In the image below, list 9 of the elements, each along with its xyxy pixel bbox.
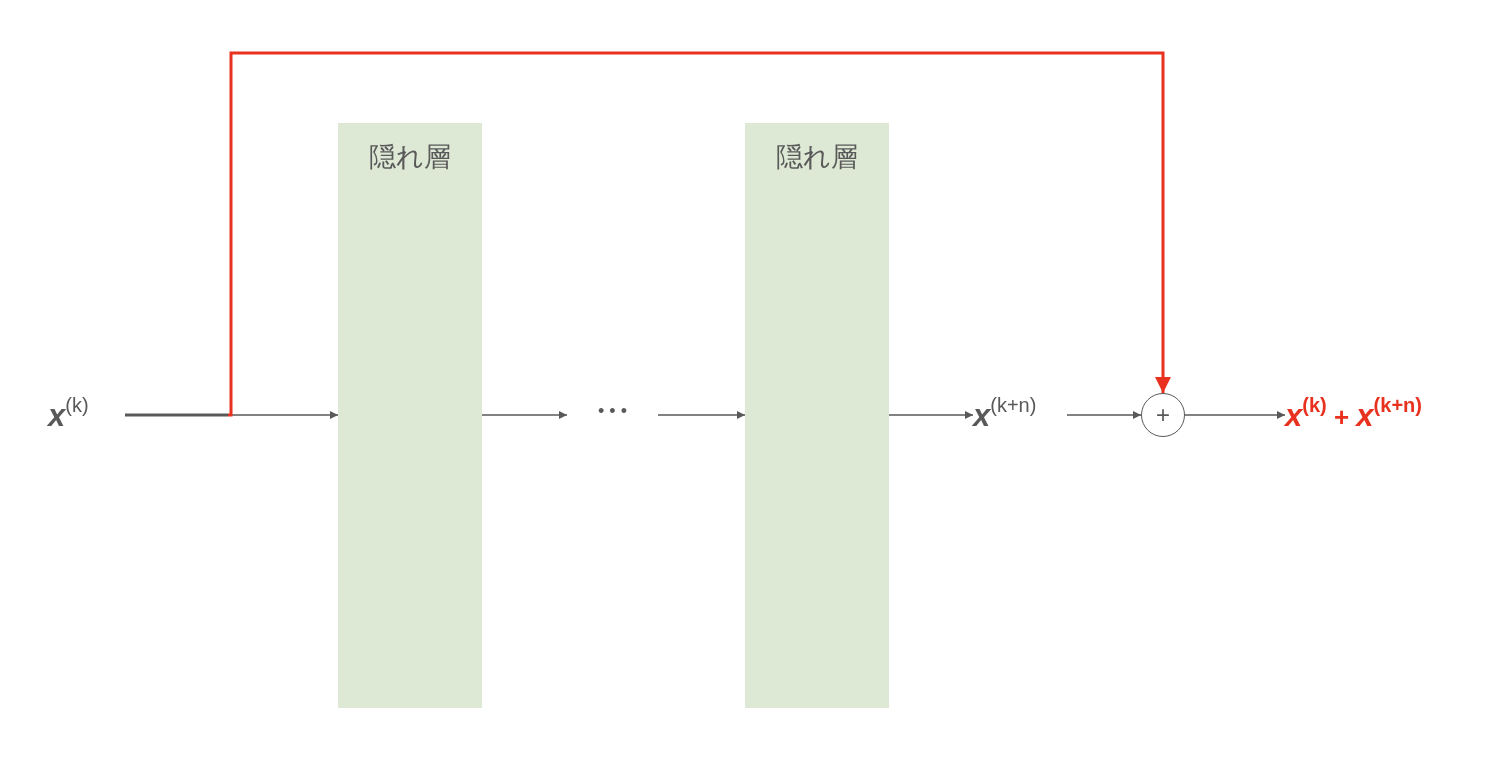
arrow [1066,411,1142,419]
arrow [481,411,568,419]
arrow [888,411,974,419]
ellipsis: • • • [597,401,628,422]
arrow [1184,411,1286,419]
hidden-layer-box: 隠れ層 [745,123,889,708]
arrow [657,411,746,419]
skip-connection-arrow [125,51,1171,417]
hidden-layer-box: 隠れ層 [338,123,482,708]
